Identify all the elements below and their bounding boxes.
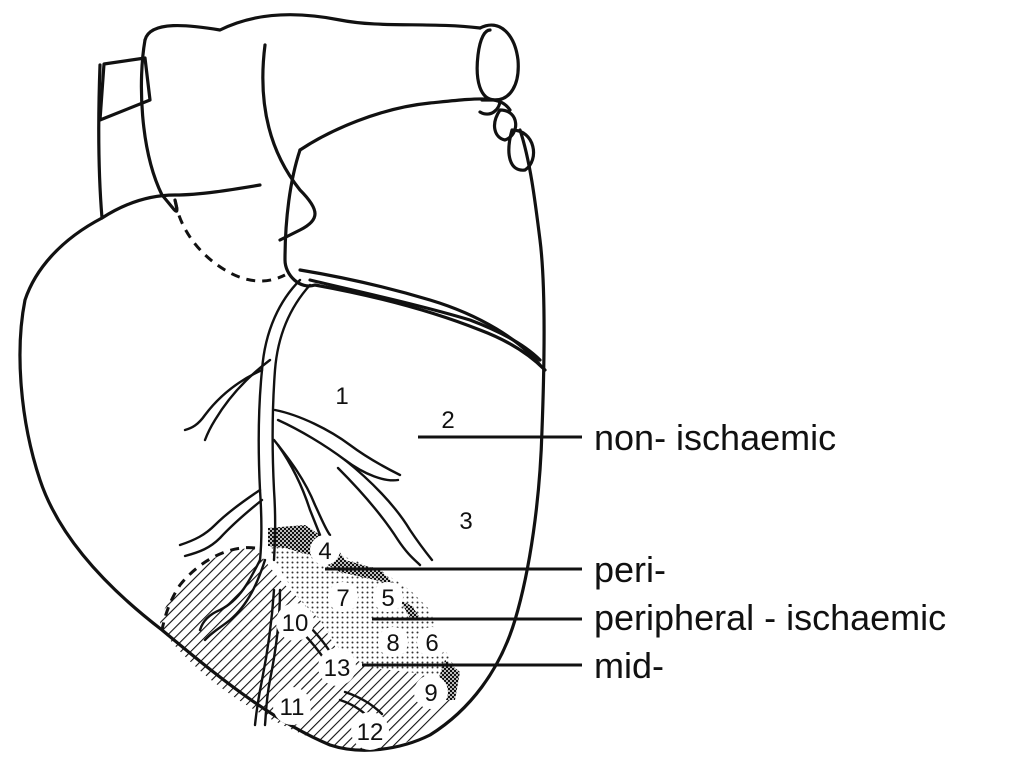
peri-label: peri- <box>594 549 666 590</box>
segment-10: 10 <box>282 610 309 637</box>
segment-7: 7 <box>336 585 349 612</box>
segment-13: 13 <box>324 655 351 682</box>
segment-2: 2 <box>441 407 454 434</box>
segment-9: 9 <box>424 680 437 707</box>
segment-5: 5 <box>381 585 394 612</box>
non-ischaemic-label: non- ischaemic <box>594 417 836 458</box>
segment-6: 6 <box>425 630 438 657</box>
segment-4: 4 <box>318 538 331 565</box>
mid-label: mid- <box>594 645 664 686</box>
peripheral-ischaemic-label: peripheral - ischaemic <box>594 597 946 638</box>
segment-11: 11 <box>280 694 305 721</box>
segment-1: 1 <box>335 383 348 410</box>
segment-3: 3 <box>459 508 472 535</box>
segment-8: 8 <box>386 630 399 657</box>
segment-12: 12 <box>357 719 384 746</box>
